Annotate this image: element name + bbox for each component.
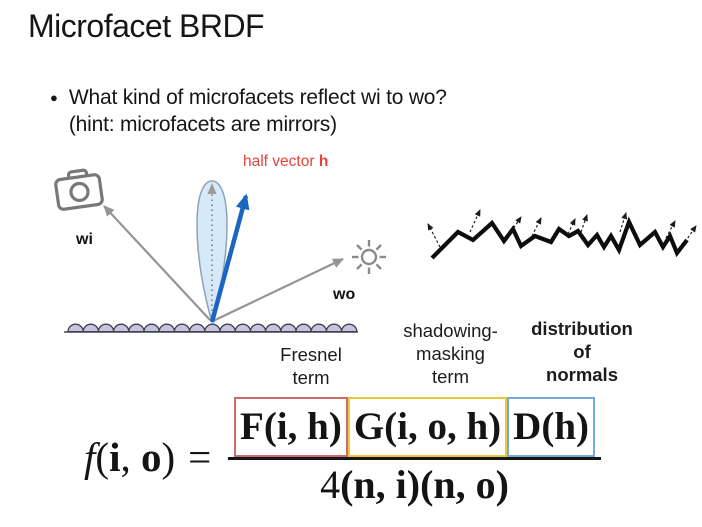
slide-title: Microfacet BRDF: [28, 8, 265, 44]
microfacet-surface: [430, 216, 689, 260]
bullet-text: What kind of microfacets reflect wi to w…: [69, 84, 447, 138]
sun-icon: [352, 240, 386, 274]
half-vector-symbol: h: [318, 153, 329, 170]
shadowing-masking-term-label: shadowing- masking term: [388, 319, 513, 388]
fresnel-term-line2: term: [292, 367, 330, 388]
brdf-equation: f(i, o) = F(i, h) G(i, o, h) D(h) 4(n, i)…: [84, 397, 644, 522]
distribution-of-normals-label: distribution of normals: [517, 317, 647, 386]
equation-denominator: 4(n, i)(n, o): [234, 462, 595, 508]
microfacet-surface-figure: [427, 209, 697, 260]
half-vector-text: half vector: [243, 153, 319, 170]
lhs-o: o: [140, 434, 162, 480]
distribution-line2: of: [573, 341, 591, 362]
bullet-item: ● What kind of microfacets reflect wi to…: [50, 84, 447, 138]
shadowing-term-line1: shadowing-: [403, 320, 498, 341]
facet-normal-arrows: [427, 209, 697, 248]
surface-bumps: [67, 323, 358, 333]
denominator-coeff: 4: [320, 462, 341, 507]
equation-lhs: f(i, o) =: [84, 433, 211, 481]
wo-label: wo: [332, 286, 355, 303]
distribution-line1: distribution: [531, 318, 633, 339]
bullet-line-1: What kind of microfacets reflect wi to w…: [68, 86, 447, 109]
lhs-close-paren: ): [161, 434, 176, 480]
equation-fraction: F(i, h) G(i, o, h) D(h) 4(n, i)(n, o): [228, 397, 602, 508]
camera-icon: [54, 168, 104, 211]
fresnel-term-box: F(i, h): [234, 397, 348, 457]
ndf-term-box: D(h): [507, 397, 596, 457]
lhs-open-paren: (: [95, 434, 110, 480]
geometry-term-box: G(i, o, h): [347, 397, 508, 457]
shadowing-term-line3: term: [432, 366, 469, 387]
fresnel-term-line1: Fresnel: [280, 344, 342, 365]
fresnel-term-label: Fresnel term: [266, 343, 356, 389]
lhs-f: f: [84, 434, 96, 480]
half-vector-arrow: [209, 193, 250, 323]
bullet-line-2: (hint: microfacets are mirrors): [68, 113, 337, 136]
denominator-terms: (n, i)(n, o): [340, 462, 509, 507]
fraction-bar: [228, 457, 602, 460]
equation-numerator: F(i, h) G(i, o, h) D(h): [234, 397, 596, 457]
wi-label: wi: [75, 231, 93, 248]
distribution-line3: normals: [546, 364, 618, 385]
reflection-diagram: wi wo: [54, 168, 386, 333]
lobe-axis-arrowhead-icon: [207, 183, 217, 194]
wi-arrow: [103, 205, 211, 321]
lhs-i: i: [109, 434, 121, 480]
lhs-comma: ,: [120, 434, 141, 480]
bullet-marker: ●: [50, 90, 58, 105]
equals-sign: =: [188, 434, 212, 480]
wo-arrow: [212, 258, 344, 322]
shadowing-term-line2: masking: [416, 343, 485, 364]
half-vector-label: half vector h: [243, 153, 328, 171]
